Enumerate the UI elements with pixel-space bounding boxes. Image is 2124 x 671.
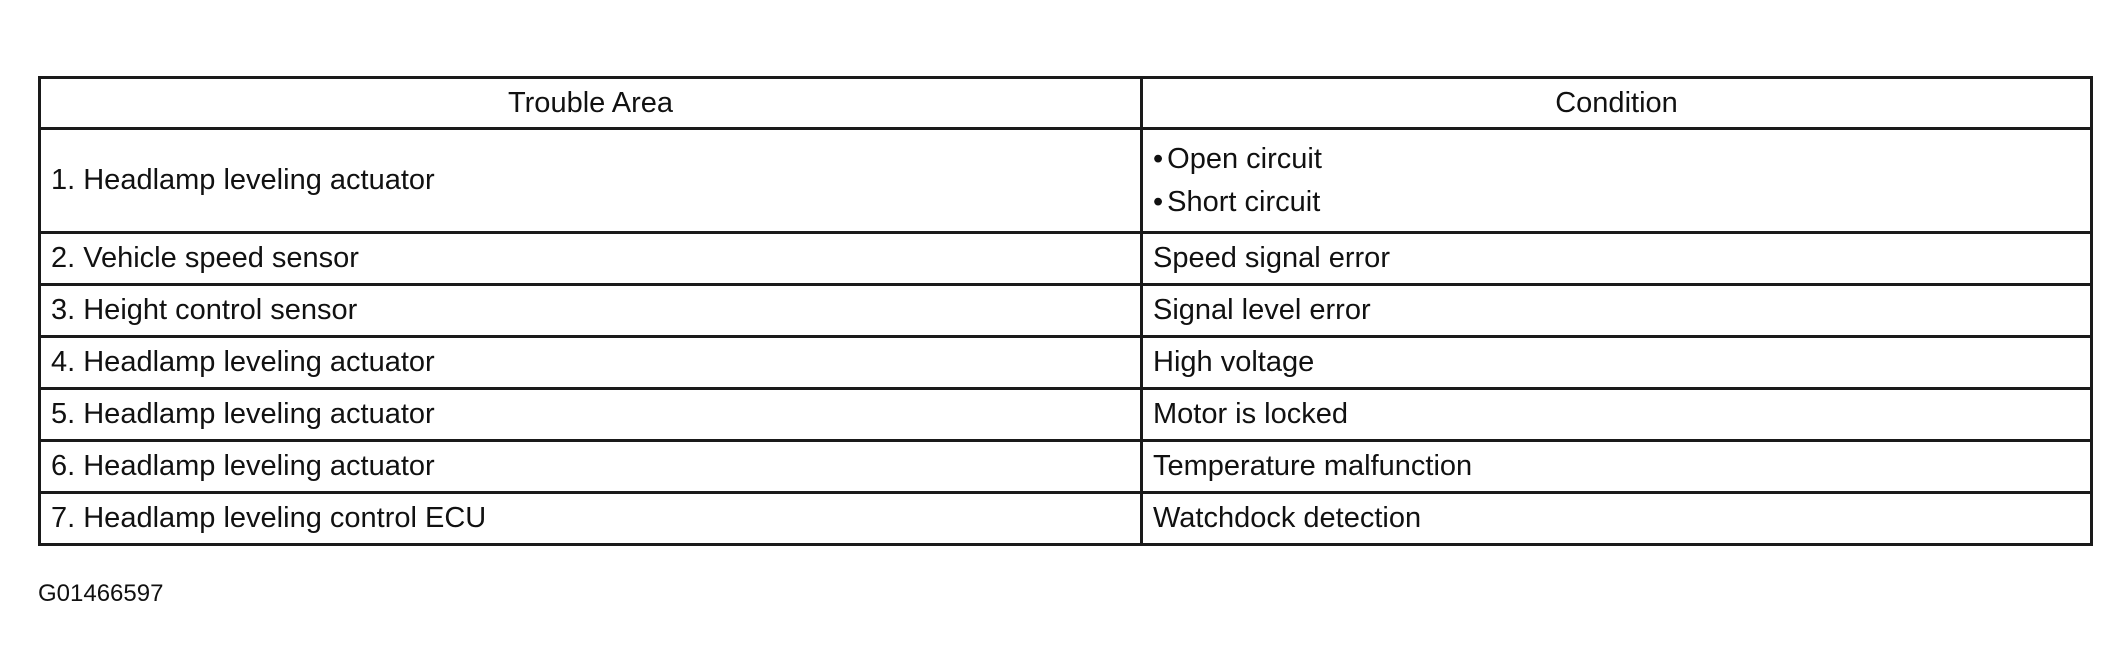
trouble-area-cell: 4. Headlamp leveling actuator [38,335,1143,390]
table-row: 3. Height control sensor Signal level er… [38,283,2093,338]
trouble-area-cell: 3. Height control sensor [38,283,1143,338]
condition-bullet-item: •Short circuit [1153,181,2080,224]
condition-cell: Speed signal error [1140,231,2093,286]
table-header-row: Trouble Area Condition [38,76,2093,130]
table-row: 4. Headlamp leveling actuator High volta… [38,335,2093,390]
condition-cell: High voltage [1140,335,2093,390]
condition-cell: •Open circuit •Short circuit [1140,127,2093,234]
trouble-area-cell: 7. Headlamp leveling control ECU [38,491,1143,546]
table-row: 2. Vehicle speed sensor Speed signal err… [38,231,2093,286]
table-row: 5. Headlamp leveling actuator Motor is l… [38,387,2093,442]
table-row: 7. Headlamp leveling control ECU Watchdo… [38,491,2093,546]
trouble-area-cell: 5. Headlamp leveling actuator [38,387,1143,442]
condition-cell: Temperature malfunction [1140,439,2093,494]
condition-cell: Signal level error [1140,283,2093,338]
trouble-area-cell: 6. Headlamp leveling actuator [38,439,1143,494]
figure-id-label: G01466597 [38,580,164,607]
trouble-area-cell: 1. Headlamp leveling actuator [38,127,1143,234]
trouble-area-cell: 2. Vehicle speed sensor [38,231,1143,286]
table-row: 6. Headlamp leveling actuator Temperatur… [38,439,2093,494]
trouble-area-table-container: Trouble Area Condition 1. Headlamp level… [38,76,2093,546]
table-row: 1. Headlamp leveling actuator •Open circ… [38,127,2093,234]
condition-text: Short circuit [1167,185,1321,218]
bullet-icon: • [1153,142,1164,175]
condition-text: Open circuit [1167,142,1322,175]
condition-cell: Watchdock detection [1140,491,2093,546]
header-condition: Condition [1140,76,2093,130]
condition-bullet-item: •Open circuit [1153,138,2080,181]
trouble-area-table: Trouble Area Condition 1. Headlamp level… [38,76,2093,546]
condition-cell: Motor is locked [1140,387,2093,442]
header-trouble-area: Trouble Area [38,76,1143,130]
bullet-icon: • [1153,185,1164,218]
